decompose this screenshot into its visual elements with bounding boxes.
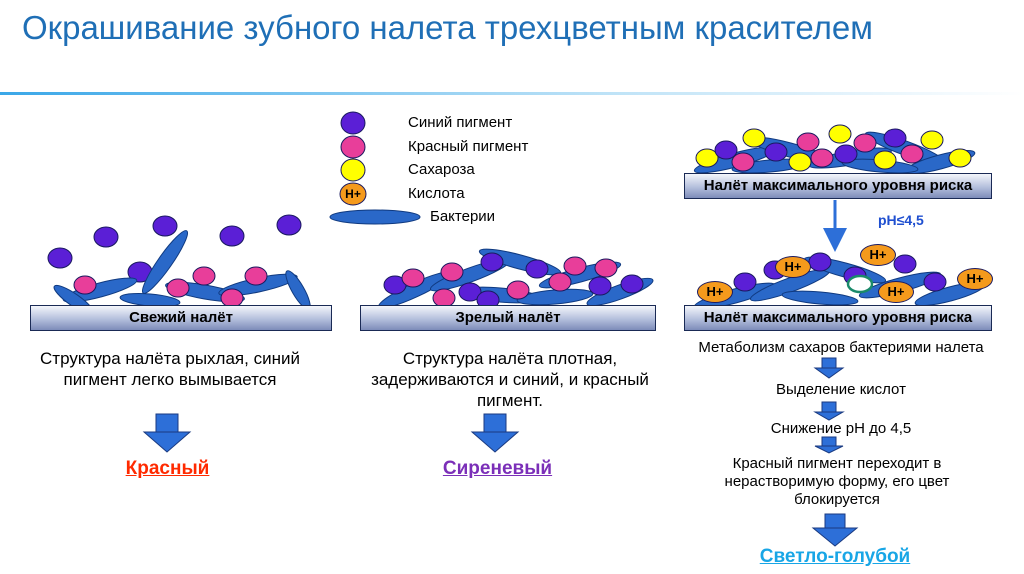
legend-red-pigment-label: Красный пигмент	[408, 138, 529, 155]
mature-result: Сиреневый	[442, 458, 553, 479]
risk-step-1: Метаболизм сахаров бактериями налета	[698, 339, 984, 356]
legend-blue-pigment-swatch	[340, 111, 366, 135]
risk-step-4: Красный пигмент переходит в нераствориму…	[724, 455, 950, 508]
risk-step-2: Выделение кислот	[776, 381, 906, 398]
risk-result: Светло-голубой	[759, 546, 911, 567]
risk-step-3: Снижение pH до 4,5	[770, 420, 912, 437]
acid-molecule: H+	[775, 256, 811, 278]
legend-graphics	[329, 111, 421, 225]
mature-plaque-layer	[378, 248, 654, 310]
risk-plaque-top-layer	[693, 124, 976, 175]
mature-description: Структура налёта плотная, задерживаются …	[371, 349, 649, 410]
acid-molecule: H+	[878, 281, 914, 303]
risk-plaque-bar-bottom: Налёт максимального уровня риска	[684, 305, 992, 331]
fresh-result: Красный	[125, 458, 210, 479]
title-underline	[0, 92, 1024, 95]
acid-molecule: H+	[697, 281, 733, 303]
mature-plaque-bar: Зрелый налёт	[360, 305, 656, 331]
legend-acid-symbol: H+	[345, 187, 361, 201]
fresh-description: Структура налёта рыхлая, синий пигмент л…	[40, 349, 300, 389]
acid-molecule: H+	[860, 244, 896, 266]
legend-sucrose-swatch	[340, 158, 366, 182]
page-title: Окрашивание зубного налета трехцветным к…	[22, 9, 873, 46]
acid-molecule: H+	[957, 268, 993, 290]
legend-red-pigment-swatch	[340, 135, 366, 159]
legend-bacteria-label: Бактерии	[430, 208, 496, 225]
fresh-plaque-layer	[47, 214, 311, 316]
legend-bacteria-swatch	[329, 209, 421, 225]
risk-plaque-bar-top: Налёт максимального уровня риска	[684, 173, 992, 199]
ph-label: pH≤4,5	[878, 212, 924, 228]
legend-sucrose-label: Сахароза	[408, 161, 475, 178]
fresh-plaque-bar: Свежий налёт	[30, 305, 332, 331]
legend-blue-pigment-label: Синий пигмент	[408, 114, 513, 131]
legend-acid-label: Кислота	[408, 185, 465, 202]
legend-acid-swatch	[339, 182, 367, 206]
